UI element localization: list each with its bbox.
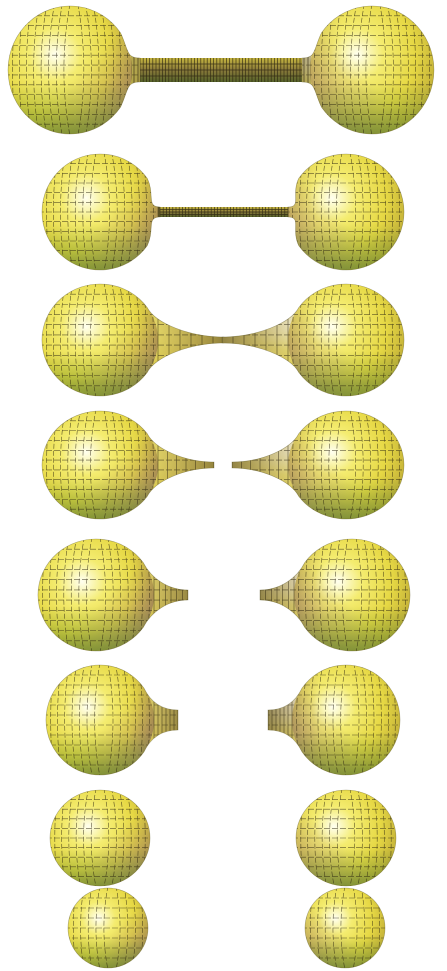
left-droplet (0, 878, 258, 971)
left-droplet (0, 529, 264, 661)
right-droplet (196, 780, 447, 896)
frame-1 (0, 0, 447, 144)
frame-2 (0, 144, 447, 280)
frame-4 (0, 401, 447, 529)
liquid-neck (156, 207, 292, 217)
liquid-neck (136, 58, 306, 82)
frame-3 (0, 274, 447, 406)
right-droplet (192, 655, 447, 785)
frame-5 (0, 529, 447, 661)
right-droplet (188, 274, 447, 406)
left-droplet (0, 655, 264, 785)
frame-7 (0, 780, 447, 896)
right-droplet (205, 878, 447, 971)
left-droplet (0, 401, 268, 529)
left-droplet (0, 780, 260, 896)
frame-6 (0, 655, 447, 785)
right-droplet (194, 529, 447, 661)
frame-8 (0, 878, 447, 971)
right-droplet (188, 401, 447, 529)
